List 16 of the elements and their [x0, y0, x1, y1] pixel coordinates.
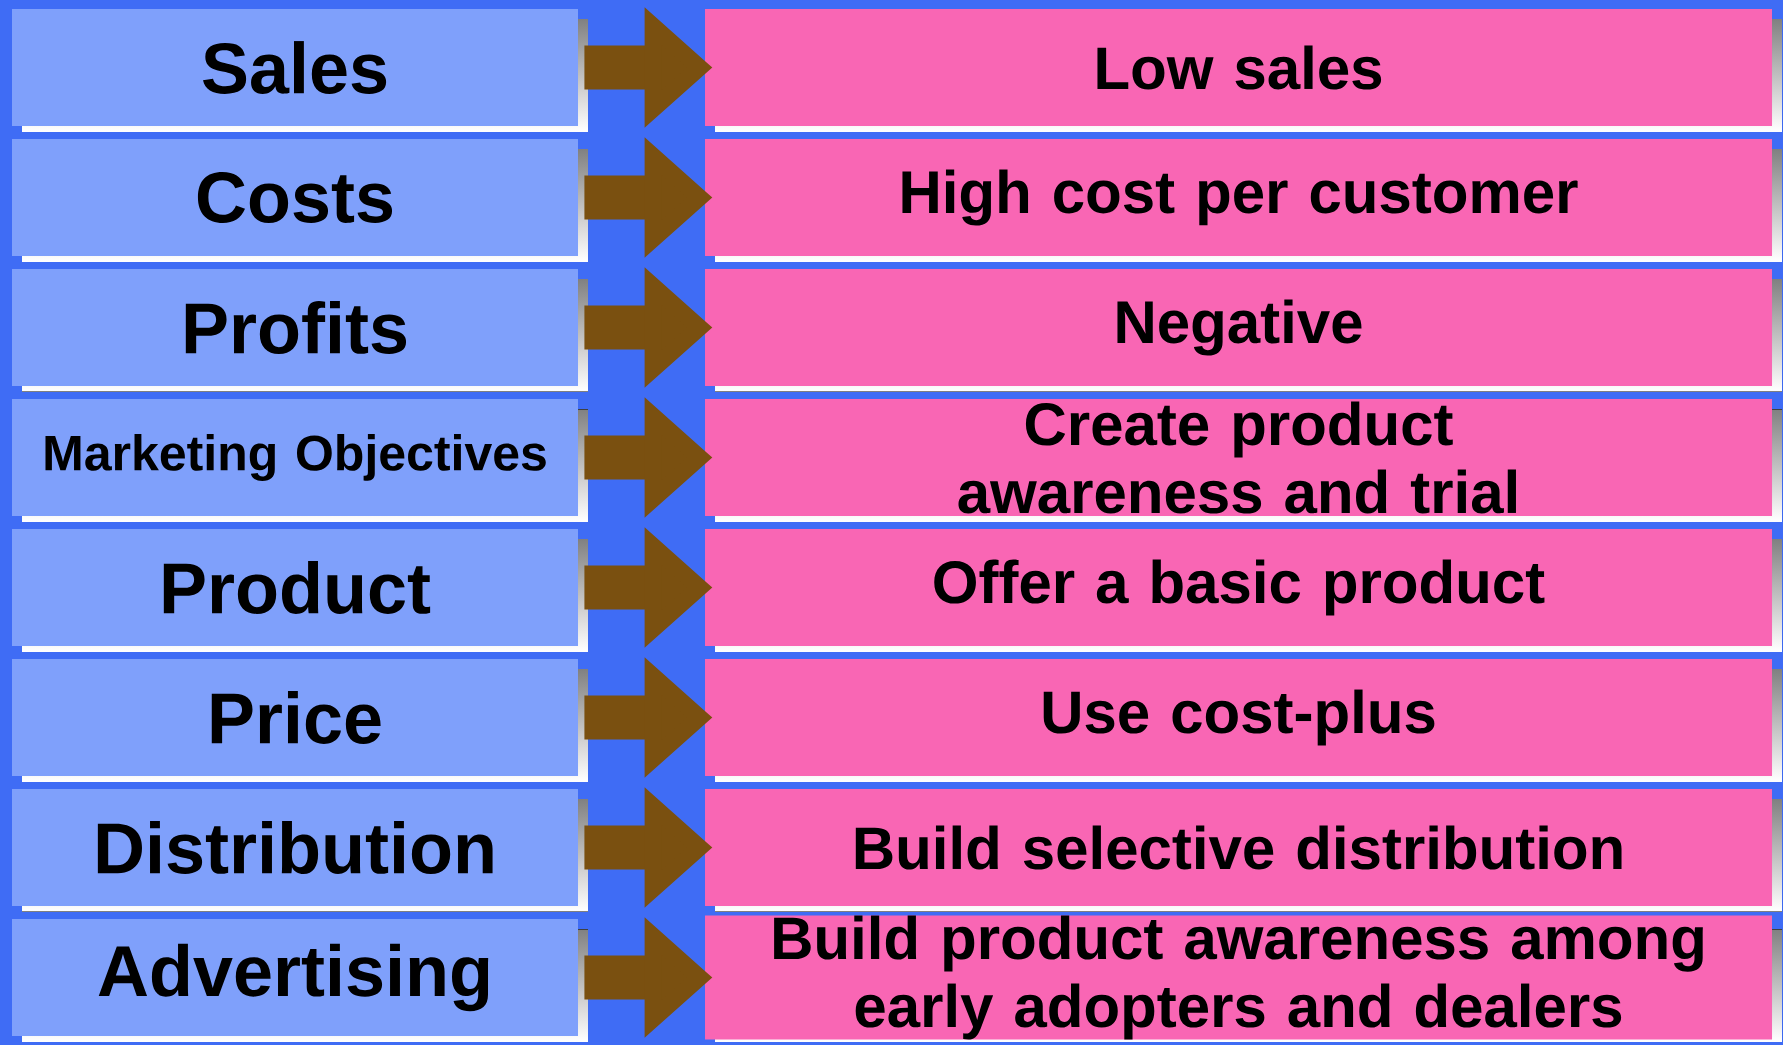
description-box: Offer a basic product: [705, 529, 1782, 652]
category-box: Sales: [12, 9, 588, 132]
description-box: Negative: [705, 269, 1782, 392]
category-box: Distribution: [12, 789, 588, 912]
category-box: Marketing Objectives: [12, 399, 588, 522]
description-box: Build product awareness among early adopters and dealers: [705, 915, 1782, 1042]
description-box: High cost per customer: [705, 139, 1782, 262]
description-box: Low sales: [705, 9, 1782, 132]
category-box: Price: [12, 659, 588, 782]
category-box: Profits: [12, 269, 588, 392]
category-box: Advertising: [12, 919, 588, 1042]
category-box: Costs: [12, 139, 588, 262]
description-box: Build selective distribution: [705, 789, 1782, 912]
category-box: Product: [12, 529, 588, 652]
description-box: Use cost-plus: [705, 659, 1782, 782]
description-box: Create product awareness and trial: [705, 399, 1782, 522]
